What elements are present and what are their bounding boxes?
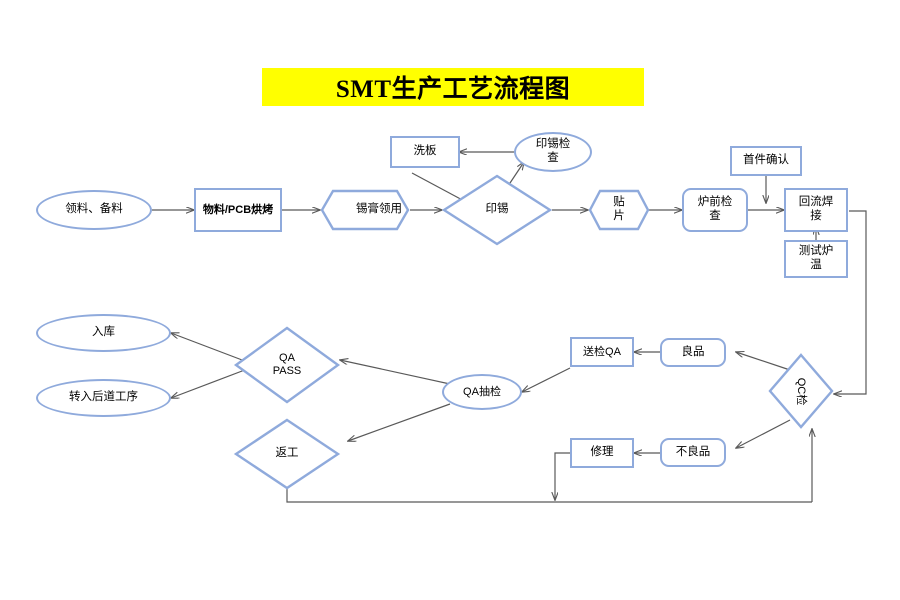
page-title: SMT生产工艺流程图 [335, 76, 571, 103]
node-yinxi[interactable]: 印锡 [441, 174, 553, 246]
qc-jian-rotated-label: QC检 [795, 377, 808, 405]
node-label: 贴片 [613, 196, 625, 222]
node-label: 洗板 [413, 145, 437, 158]
node-shoujian-queren[interactable]: 首件确认 [730, 146, 802, 176]
node-label: 物料/PCB烘烤 [202, 203, 274, 216]
node-label: 送检QA [583, 345, 621, 358]
node-qa-choujian[interactable]: QA抽检 [442, 374, 522, 410]
node-label: 转入后道工序 [69, 391, 138, 404]
node-songjian-qa[interactable]: 送检QA [570, 337, 634, 367]
node-xiuli[interactable]: 修理 [570, 438, 634, 468]
title-banner: SMT生产工艺流程图 [262, 68, 644, 106]
qa-pass-line1: QA [279, 352, 295, 365]
node-fangong[interactable]: 返工 [233, 418, 341, 490]
wire-qachoujian-to-qapass [340, 360, 451, 385]
node-label: 炉前检查 [697, 196, 733, 222]
node-buliangpin[interactable]: 不良品 [660, 438, 726, 467]
hexagon-shape [588, 189, 650, 231]
wire-qachoujian-to-fangong [348, 403, 451, 441]
diamond-shape [233, 418, 341, 490]
wire-fangong-bottom-loop [286, 471, 812, 503]
node-yinxi-jiancha[interactable]: 印锡检查 [514, 132, 592, 172]
wire-songjianqa-to-qachoujian [522, 367, 571, 392]
node-xigao-lingyong[interactable]: 锡膏领用 [320, 189, 410, 231]
node-label: 修理 [590, 446, 614, 459]
node-ruku[interactable]: 入库 [36, 314, 171, 352]
node-lingliao-beiliao[interactable]: 领料、备料 [36, 190, 152, 230]
diamond-shape [233, 326, 341, 404]
node-zhuanru-houdao-gongxu[interactable]: 转入后道工序 [36, 379, 171, 417]
node-qc-jian[interactable]: QC检 [768, 353, 834, 429]
node-label: 领料、备料 [65, 203, 123, 216]
node-label: 锡膏领用 [356, 203, 402, 216]
node-ceshi-luwen[interactable]: 测试炉温 [784, 240, 848, 278]
node-label: 回流焊接 [798, 196, 834, 222]
node-label: QC检 [768, 353, 834, 429]
wire-huiliu-to-qcjian [834, 210, 867, 394]
node-label: QA PASS [234, 326, 340, 404]
hexagon-shape [320, 189, 410, 231]
node-huiliu-hanjie[interactable]: 回流焊接 [784, 188, 848, 232]
diamond-shape [441, 174, 553, 246]
node-label: 印锡 [485, 203, 509, 216]
diamond-shape [768, 353, 834, 429]
node-label: 测试炉温 [798, 245, 834, 271]
node-label: 良品 [681, 345, 705, 358]
node-label: 入库 [92, 326, 115, 339]
node-label: 返工 [275, 447, 299, 460]
node-label: QA抽检 [463, 385, 501, 398]
node-label: 首件确认 [743, 154, 789, 167]
node-xiban[interactable]: 洗板 [390, 136, 460, 168]
node-tiepian[interactable]: 贴片 [588, 189, 650, 231]
node-label: 印锡检查 [535, 138, 571, 164]
qa-pass-line2: PASS [272, 365, 302, 377]
node-luqian-jiancha[interactable]: 炉前检查 [682, 188, 748, 232]
wire-xiuli-to-bottom-bus [555, 452, 570, 500]
node-qa-pass[interactable]: QA PASS [233, 326, 341, 404]
node-label: 不良品 [675, 445, 711, 458]
node-liangpin[interactable]: 良品 [660, 338, 726, 367]
node-wuliao-pcb-hongkao[interactable]: 物料/PCB烘烤 [194, 188, 282, 232]
